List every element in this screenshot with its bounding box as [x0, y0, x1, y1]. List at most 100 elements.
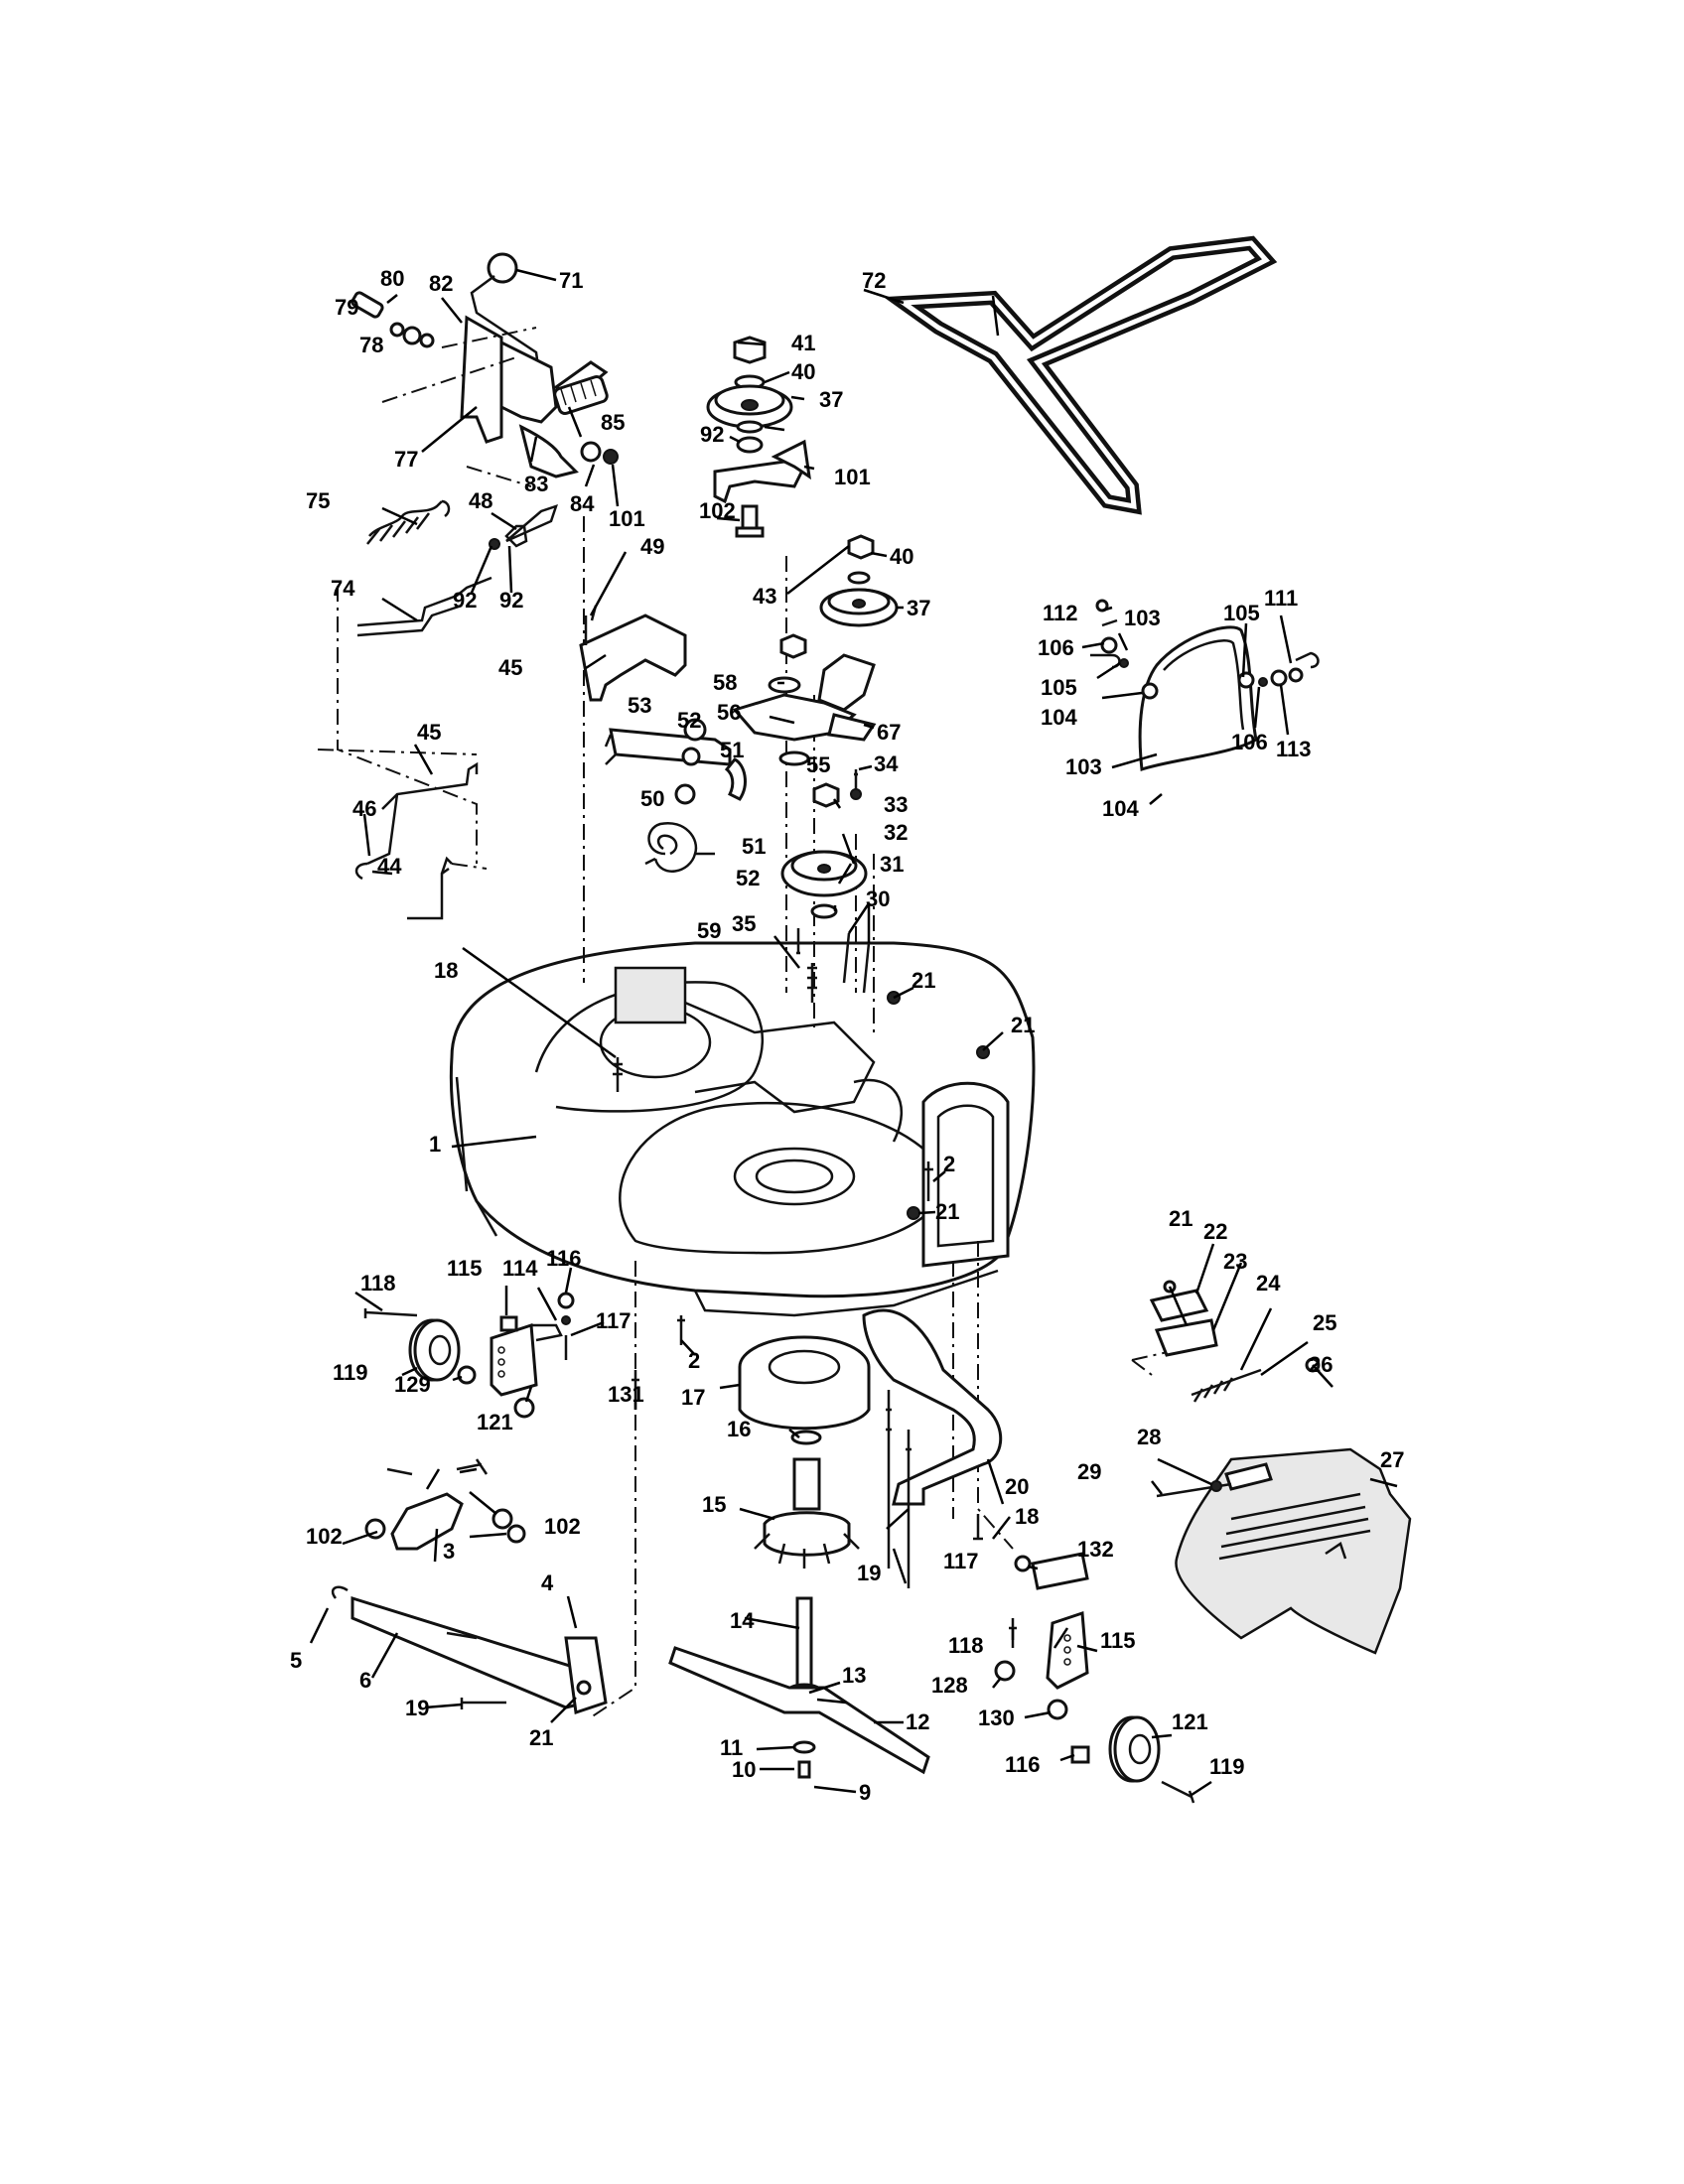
callout-13: 14 — [730, 1608, 755, 1633]
callout-35: 35 — [732, 911, 756, 936]
callout-3: 3 — [443, 1539, 455, 1564]
callout-121-b: 132 — [1077, 1537, 1114, 1562]
callout-119-a: 129 — [394, 1372, 431, 1397]
callout-40-b: 43 — [753, 584, 776, 609]
callout-92-c: 102 — [544, 1514, 581, 1539]
callout-103-a: 104 — [1041, 705, 1077, 730]
mower-belt-drawing — [883, 235, 1278, 515]
callout-17: 18 — [434, 958, 458, 983]
callout-34: 34 — [874, 751, 899, 776]
callout-114-a: 116 — [546, 1246, 582, 1271]
callout-105-b: 111 — [1264, 586, 1298, 611]
callout-116-b: 119 — [1209, 1754, 1245, 1779]
baffle-20-drawing — [862, 1308, 1003, 1588]
callout-106-b: 113 — [1276, 737, 1312, 761]
callout-37-b: 40 — [890, 544, 913, 569]
callout-44: 45 — [498, 655, 522, 680]
callout-16: 17 — [681, 1385, 705, 1410]
callout-52: 52 — [677, 708, 701, 733]
callout-104-b: 106 — [1231, 730, 1268, 754]
deck-support-brackets-drawing — [331, 1458, 608, 1714]
callout-114-b: 117 — [943, 1549, 979, 1573]
callout-37-a: 40 — [791, 359, 815, 384]
callout-55: 56 — [717, 700, 741, 725]
callout-labels: 72 71 80 82 79 78 77 83 84 101 85 75 48 … — [290, 266, 1404, 1805]
callout-leader-lines — [309, 268, 1398, 1797]
callout-2-b: 2 — [688, 1348, 700, 1373]
callout-77: 82 — [429, 271, 453, 296]
callout-33: 33 — [884, 792, 908, 817]
callout-43: 45 — [417, 720, 441, 745]
left-gauge-wheel-drawing — [363, 1292, 639, 1419]
callout-115-b: 118 — [948, 1633, 984, 1658]
callout-36-a: 37 — [819, 387, 843, 412]
callout-84: 101 — [834, 465, 871, 489]
callout-19: 19 — [405, 1696, 429, 1720]
callout-82: 92 — [499, 588, 523, 613]
callout-21-c: 21 — [935, 1199, 959, 1224]
callout-24: 24 — [1256, 1271, 1281, 1296]
callout-92-b: 102 — [306, 1524, 343, 1549]
callout-117-a: 119 — [333, 1360, 368, 1385]
callout-5: 5 — [290, 1648, 302, 1673]
callout-105-a: 106 — [1038, 635, 1074, 660]
callout-58: 59 — [697, 918, 721, 943]
callout-54: 55 — [806, 752, 830, 777]
callout-79: 84 — [570, 491, 595, 516]
callout-31: 31 — [880, 852, 904, 877]
callout-21-a: 21 — [912, 968, 935, 993]
discharge-deflector-101-drawing — [1090, 599, 1320, 772]
callout-119-b: 130 — [978, 1706, 1015, 1730]
callout-118-b: 128 — [931, 1673, 968, 1698]
callout-18-a: 18 — [1015, 1504, 1039, 1529]
callout-68: 72 — [862, 268, 886, 293]
callout-59: 67 — [877, 720, 901, 745]
callout-14: 15 — [702, 1492, 726, 1517]
callout-25: 25 — [1313, 1310, 1336, 1335]
callout-4: 4 — [541, 1570, 554, 1595]
mower-deck-housing-drawing — [449, 941, 1036, 1317]
callout-21-b: 21 — [1011, 1013, 1035, 1037]
callout-115-a: 117 — [596, 1308, 632, 1333]
callout-117-b: 121 — [1172, 1709, 1208, 1734]
callout-20: 20 — [1005, 1474, 1029, 1499]
callout-10: 11 — [720, 1735, 743, 1760]
callout-41: 44 — [377, 854, 402, 879]
callout-36-b: 37 — [907, 596, 930, 620]
callout-73: 77 — [394, 447, 418, 472]
callout-83: 92 — [700, 422, 724, 447]
spring-and-rod-drawing — [356, 499, 558, 637]
idler-arm-assembly-drawing — [604, 718, 747, 873]
callout-111: 114 — [502, 1256, 538, 1281]
callout-67: 71 — [559, 268, 583, 293]
callout-18-b: 19 — [857, 1561, 881, 1585]
callout-30: 30 — [866, 887, 890, 911]
callout-56: 58 — [713, 670, 737, 695]
callout-2-a: 2 — [943, 1152, 955, 1176]
lift-lever-assembly-drawing — [351, 252, 619, 487]
belt-guard-44-drawing — [579, 605, 687, 702]
callout-27: 27 — [1380, 1447, 1404, 1472]
callout-22: 22 — [1203, 1219, 1227, 1244]
callout-29: 29 — [1077, 1459, 1101, 1484]
callout-6: 6 — [359, 1668, 371, 1693]
spindle-and-blade-drawing — [668, 1335, 930, 1779]
discharge-chute-27-drawing — [1156, 1447, 1412, 1655]
callout-106-a: 112 — [1043, 601, 1078, 625]
callout-92-a: 101 — [609, 506, 645, 531]
callout-46: 49 — [640, 534, 664, 559]
callout-50: 52 — [736, 866, 760, 890]
upper-pulley-stack-drawing — [706, 336, 811, 538]
callout-74: 78 — [359, 333, 383, 357]
callout-101: 103 — [1065, 754, 1102, 779]
callout-103-b: 105 — [1223, 601, 1260, 625]
callout-102-a: 103 — [1124, 606, 1161, 630]
callout-72: 75 — [306, 488, 330, 513]
callout-113-a: 115 — [447, 1256, 483, 1281]
callout-118-a: 121 — [477, 1410, 513, 1434]
callout-1: 1 — [429, 1132, 441, 1157]
callout-78: 83 — [524, 472, 548, 496]
lower-pulley-stack-drawing — [732, 534, 899, 766]
callout-23: 23 — [1223, 1249, 1247, 1274]
